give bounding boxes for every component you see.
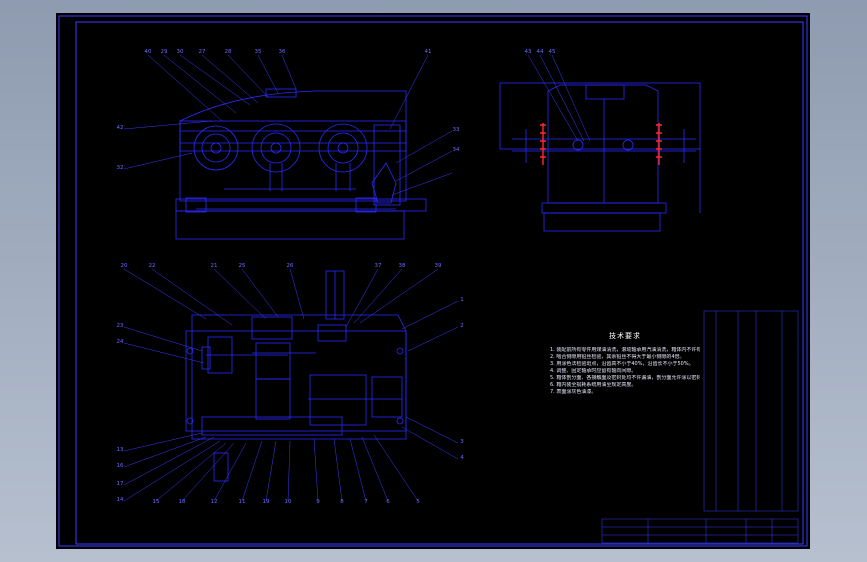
tech-requirement-line: 1. 装配前所有零件用煤油清洗，滚动轴承用汽油清洗，箱体内不许有杂物存在。 (550, 347, 700, 353)
leader-number: 38 (399, 263, 406, 269)
leader-number: 36 (279, 49, 286, 55)
leader-number: 43 (525, 49, 532, 55)
tech-requirement-line: 4. 调整、固定轴承时应留有轴向间隙。 (550, 368, 637, 374)
leader-number: 24 (117, 339, 124, 345)
leader-number: 2 (460, 323, 464, 329)
leader-number: 26 (287, 263, 294, 269)
leader-number: 10 (285, 499, 292, 505)
front-gear-1 (193, 125, 239, 171)
leader-number: 7 (364, 499, 368, 505)
top-view (185, 270, 407, 482)
tech-requirement-line: 2. 啮合侧隙用铅丝检验，其余铅丝不得大于最小侧隙的4倍。 (550, 354, 685, 360)
technical-requirements: 技术要求 1. 装配前所有零件用煤油清洗，滚动轴承用汽油清洗，箱体内不许有杂物存… (550, 333, 700, 396)
leader-number: 9 (316, 499, 320, 505)
leader-lines (123, 54, 591, 502)
leader-number: 17 (117, 481, 124, 487)
leader-number: 40 (145, 49, 152, 55)
leader-number: 3 (460, 439, 464, 445)
leader-number: 37 (375, 263, 382, 269)
leader-number: 28 (225, 49, 232, 55)
leader-number: 11 (239, 499, 246, 505)
leader-number: 45 (549, 49, 556, 55)
leader-number: 33 (453, 127, 460, 133)
leader-number: 41 (425, 49, 432, 55)
side-view (499, 82, 701, 232)
front-gear-3 (318, 123, 368, 173)
leader-number: 42 (117, 125, 124, 131)
front-gear-2 (251, 123, 301, 173)
leader-number: 22 (149, 263, 156, 269)
leader-number: 13 (117, 447, 124, 453)
tech-requirements-title: 技术要求 (609, 332, 641, 340)
parts-list-table (703, 310, 799, 512)
front-view (175, 88, 427, 240)
leader-number: 32 (117, 165, 124, 171)
leader-number: 15 (153, 499, 160, 505)
tech-requirement-line: 7. 表面涂灰色油漆。 (550, 389, 597, 395)
leader-number: 12 (211, 499, 218, 505)
top-gear-set-2 (251, 316, 316, 420)
leader-number: 8 (340, 499, 344, 505)
tech-requirement-line: 5. 箱体剖分面、各接触面及密封处均不许漏油，剖分面允许涂以密封胶。 (550, 375, 700, 381)
leader-number: 20 (121, 263, 128, 269)
top-gear-set-1 (201, 336, 288, 374)
tech-requirement-line: 3. 用涂色法检验斑点，沿齿高不小于40%，沿齿长不小于50%。 (550, 361, 694, 367)
leader-number: 44 (537, 49, 544, 55)
leader-number: 14 (117, 497, 124, 503)
leader-number: 16 (117, 463, 124, 469)
leader-number: 39 (435, 263, 442, 269)
leader-number: 29 (161, 49, 168, 55)
leader-number: 27 (199, 49, 206, 55)
leader-number: 19 (263, 499, 270, 505)
leader-number: 23 (117, 323, 124, 329)
leader-number: 25 (239, 263, 246, 269)
leader-number: 21 (211, 263, 218, 269)
tech-requirement-line: 6. 箱内装全损耗系统用油至规定高度。 (550, 382, 637, 388)
side-view-red-flanges (540, 123, 662, 165)
leader-number: 18 (179, 499, 186, 505)
leader-number: 1 (460, 297, 464, 303)
leader-number: 5 (416, 499, 420, 505)
leader-number: 4 (460, 455, 464, 461)
assembly-drawing: 4029302728353641423233344344452022212526… (58, 15, 808, 547)
leader-number: 35 (255, 49, 262, 55)
leader-number: 34 (453, 147, 460, 153)
leader-number: 30 (177, 49, 184, 55)
top-gear-set-3 (308, 374, 403, 426)
leader-number: 6 (386, 499, 390, 505)
title-block (601, 518, 799, 544)
drawing-frame (58, 15, 808, 547)
